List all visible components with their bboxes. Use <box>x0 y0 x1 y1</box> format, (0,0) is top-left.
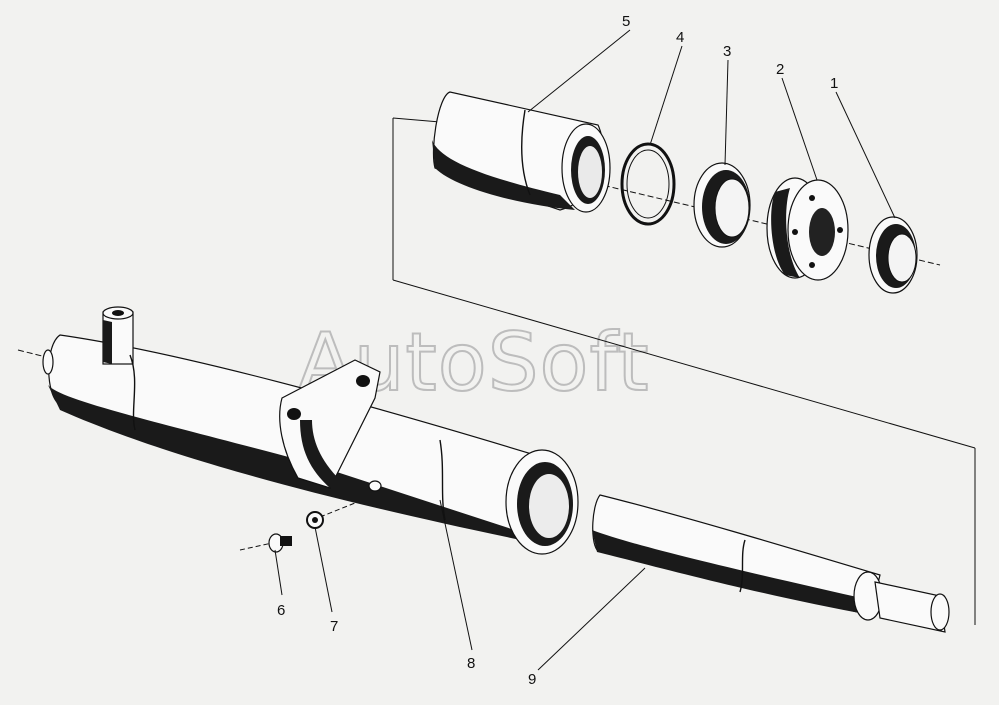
callout-5: 5 <box>622 13 630 30</box>
callout-1: 1 <box>830 75 838 92</box>
part-1-threaded-collar <box>868 216 918 294</box>
leader-lines <box>274 29 896 671</box>
callout-2: 2 <box>776 61 784 78</box>
callout-8: 8 <box>467 655 475 672</box>
callout-3: 3 <box>723 43 731 60</box>
callout-7: 7 <box>330 618 338 635</box>
part-5-sleeve <box>432 91 611 213</box>
part-7-washer <box>306 511 324 529</box>
part-4-ring <box>620 142 676 226</box>
callouts: 5 4 3 2 1 6 7 8 9 <box>277 13 838 688</box>
part-9-shaft <box>592 494 950 633</box>
part-8-housing-tube <box>42 306 579 555</box>
callout-4: 4 <box>676 29 684 46</box>
callout-6: 6 <box>277 602 285 619</box>
part-2-flanged-nut <box>766 177 849 281</box>
part-6-screw <box>268 533 292 553</box>
part-3-threaded-ring <box>693 162 751 248</box>
callout-9: 9 <box>528 671 536 688</box>
